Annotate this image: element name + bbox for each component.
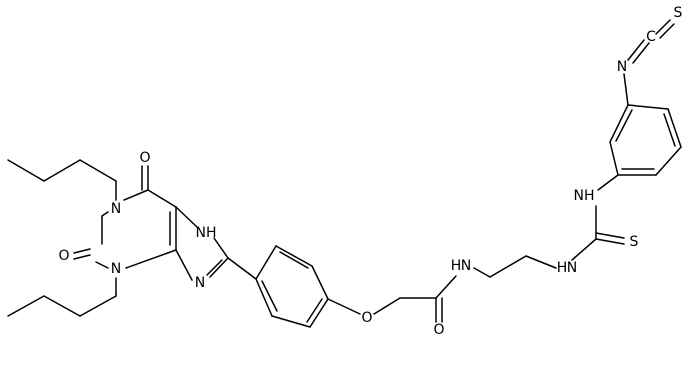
bond xyxy=(206,259,223,276)
bond xyxy=(95,261,109,269)
bond xyxy=(623,73,629,106)
isothiocyanate-nitrogen-label: N xyxy=(617,59,627,75)
bond xyxy=(255,278,273,317)
bond xyxy=(655,146,682,176)
bond xyxy=(597,174,619,191)
bond xyxy=(632,42,650,64)
isothiocyanate-sulfur-label: S xyxy=(674,5,683,21)
bond xyxy=(306,298,323,323)
nitrogen-label: N xyxy=(111,201,121,217)
thiourea-hydrogen-label: H xyxy=(557,260,568,276)
nitrogen-h-label: NH xyxy=(196,225,217,241)
bond xyxy=(73,248,91,254)
bond xyxy=(275,245,313,267)
thiourea-nitrogen-label: N xyxy=(567,260,577,276)
bond xyxy=(175,249,193,281)
bond xyxy=(175,206,199,229)
bond xyxy=(655,19,671,35)
bonds xyxy=(7,19,682,328)
bond xyxy=(311,265,329,300)
bond xyxy=(615,109,633,142)
bond xyxy=(255,245,277,280)
bond xyxy=(667,108,682,148)
bond xyxy=(73,254,91,260)
bond xyxy=(571,238,597,261)
bond xyxy=(43,159,81,182)
bond xyxy=(489,255,527,278)
bond xyxy=(627,39,645,61)
bond xyxy=(327,298,361,315)
bond xyxy=(125,249,177,269)
bond xyxy=(473,267,491,278)
bond xyxy=(7,295,45,317)
bond xyxy=(227,257,257,280)
amide-hydrogen-label: H xyxy=(451,258,462,274)
bond xyxy=(279,251,309,269)
bond xyxy=(147,189,177,208)
atom-labels: O O N N NH N O O N H N H S NH N C S xyxy=(58,5,682,338)
bond xyxy=(609,104,629,143)
bond xyxy=(309,298,329,328)
isothiocyanate-carbon-label: C xyxy=(646,29,656,45)
bond xyxy=(79,159,117,182)
bond xyxy=(595,238,625,245)
bond xyxy=(525,255,557,269)
bond xyxy=(261,280,278,312)
bond xyxy=(123,189,149,201)
nitrogen-label: N xyxy=(195,275,205,291)
bond xyxy=(79,295,117,317)
carbonyl-oxygen-label: O xyxy=(433,322,444,338)
bond xyxy=(435,275,457,299)
bond xyxy=(271,315,311,328)
oxygen-label: O xyxy=(139,150,150,166)
oxygen-label: O xyxy=(58,248,69,264)
bond xyxy=(213,237,229,259)
bond xyxy=(659,23,675,39)
bond xyxy=(209,257,229,278)
bond xyxy=(627,104,669,110)
nitrogen-label: N xyxy=(111,261,121,277)
aryl-nh-label: NH xyxy=(574,188,595,204)
thione-sulfur-label: S xyxy=(630,234,639,250)
bond xyxy=(609,141,619,176)
bond xyxy=(663,113,676,147)
bond xyxy=(373,297,401,315)
bond xyxy=(595,232,625,239)
bond xyxy=(43,295,81,317)
bond xyxy=(7,159,45,182)
ether-oxygen-label: O xyxy=(361,310,372,326)
amide-nitrogen-label: N xyxy=(461,258,471,274)
bond xyxy=(101,211,109,217)
